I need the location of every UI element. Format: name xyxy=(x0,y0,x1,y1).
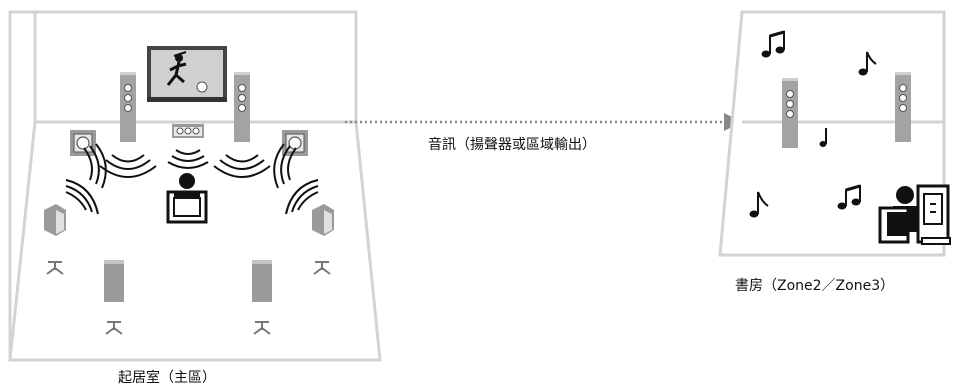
study-room xyxy=(718,10,951,257)
music-notes-icon xyxy=(749,30,877,218)
main-room xyxy=(8,10,382,362)
front-left-speaker-icon xyxy=(119,71,137,143)
left-box-speaker-icon xyxy=(69,129,97,157)
zone-left-speaker-icon xyxy=(781,77,799,149)
main-room-label: 起居室（主區） xyxy=(118,370,216,386)
listener-icon xyxy=(166,173,208,224)
surround-back-left-speaker-icon xyxy=(104,260,124,302)
surround-left-speaker-icon xyxy=(44,204,66,236)
zone-device-icon xyxy=(916,184,951,245)
audio-arrow xyxy=(345,113,742,131)
surround-back-right-speaker-icon xyxy=(252,260,272,302)
study-listener-icon xyxy=(878,186,917,244)
audio-connection-label: 音訊（揚聲器或區域輸出） xyxy=(428,137,596,153)
zone-right-speaker-icon xyxy=(894,71,912,143)
front-right-speaker-icon xyxy=(233,71,251,143)
surround-right-speaker-icon xyxy=(312,204,334,236)
tv-icon xyxy=(147,46,227,102)
study-room-label: 書房（Zone2／Zone3） xyxy=(735,278,895,294)
sound-waves-icon xyxy=(65,143,319,215)
center-speaker-icon xyxy=(172,124,204,138)
main-room-walls xyxy=(8,10,382,362)
study-room-walls xyxy=(718,10,946,257)
